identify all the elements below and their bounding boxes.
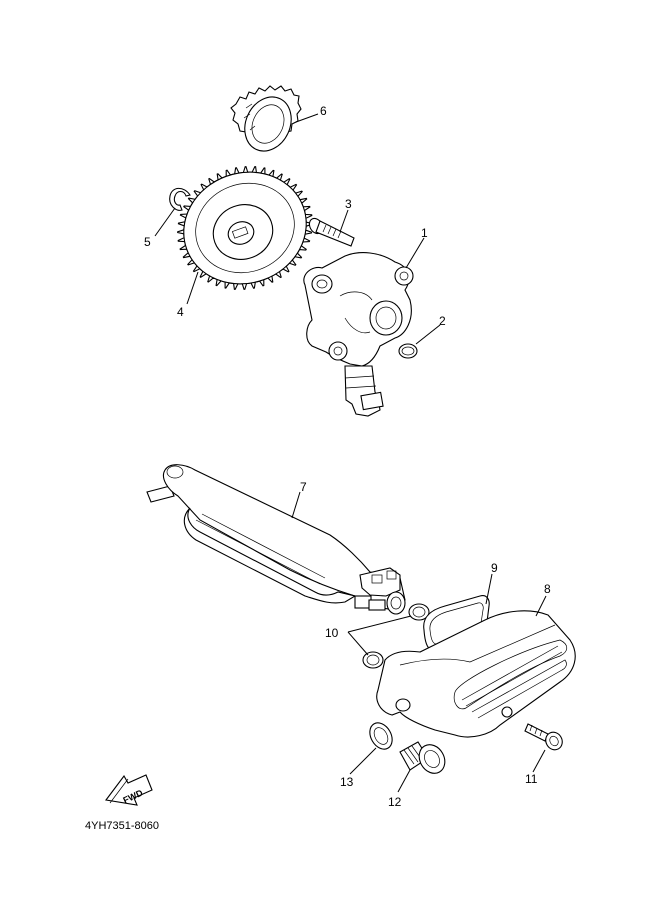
diagram-code: 4YH7351-8060	[85, 820, 159, 832]
gasket-part-13	[369, 722, 393, 750]
callout-12: 12	[388, 795, 402, 809]
bolt-part-3	[308, 217, 355, 247]
callout-8: 8	[544, 582, 551, 596]
callout-13: 13	[340, 775, 354, 789]
callout-4: 4	[177, 305, 184, 319]
callout-3: 3	[345, 197, 352, 211]
callout-5: 5	[144, 235, 151, 249]
callout-1: 1	[421, 226, 428, 240]
forward-arrow-icon: FWD	[105, 774, 153, 806]
drain-plug-part-12	[399, 741, 446, 774]
callout-10: 10	[325, 626, 339, 640]
callout-2: 2	[439, 314, 446, 328]
bolt-part-11	[524, 723, 563, 751]
callout-6: 6	[320, 104, 327, 118]
callout-9: 9	[491, 561, 498, 575]
o-ring-part-2	[398, 343, 418, 359]
cover-part-8	[376, 610, 576, 738]
oil-strainer-part-7	[146, 464, 406, 615]
drive-gear-part-6	[230, 85, 302, 152]
driven-gear-part-4	[177, 166, 313, 290]
o-rings-part-10	[362, 603, 430, 669]
oil-pump-part-1	[303, 252, 414, 417]
circlip-part-5	[169, 187, 191, 211]
callout-labels: 6 5 4 3 1 2 7 9 8 10 11 13 12	[144, 104, 551, 809]
leader-lines	[154, 113, 547, 793]
callout-11: 11	[525, 772, 538, 786]
callout-7: 7	[300, 480, 307, 494]
